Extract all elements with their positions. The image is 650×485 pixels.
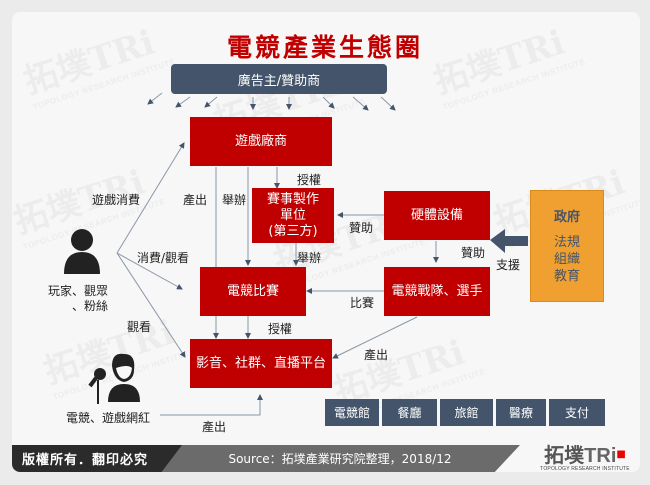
players-audience-label: 、粉絲: [72, 299, 109, 313]
streamers-label: 電競、遊戲網紅: [66, 411, 151, 425]
game-vendor-box: 遊戲廠商: [190, 117, 332, 166]
person-icon: [64, 229, 100, 274]
media-platform-box: 影音、社群、直播平台: [190, 339, 332, 388]
label-output: 產出: [183, 193, 208, 207]
diagram-title: 電競產業生態圈: [226, 33, 423, 62]
hardware-box: 硬體設備: [384, 191, 490, 240]
streamer-microphone-icon: [88, 353, 140, 404]
copyright-bar: 版權所有．翻印必究: [12, 445, 182, 472]
label-game-consumption: 遊戲消費: [92, 193, 141, 207]
label-compete: 比賽: [350, 296, 375, 310]
label-output: 產出: [202, 420, 227, 434]
copyright-text: 版權所有．翻印必究: [22, 453, 149, 468]
label-sponsor: 贊助: [461, 246, 486, 260]
tri-logo: 拓墣TRi■ TOPOLOGY RESEARCH INSTITUTE: [540, 443, 630, 472]
industry-hotel: 旅館: [440, 399, 493, 426]
event-producer-box: 賽事製作 單位 (第三方): [252, 188, 334, 243]
label-license: 授權: [297, 173, 322, 187]
source-bar: Source：拓墣產業研究院整理，2018/12: [160, 445, 520, 472]
label-support: 支援: [496, 258, 521, 272]
label-sponsor: 贊助: [349, 221, 374, 235]
teams-players-box: 電競戰隊、選手: [384, 267, 490, 316]
sponsor-box: 廣告主/贊助商: [171, 64, 387, 94]
label-watch: 觀看: [127, 320, 152, 334]
source-text: Source：拓墣產業研究院整理，2018/12: [228, 452, 452, 466]
label-consume-watch: 消費/觀看: [137, 251, 190, 265]
industry-restaurant: 餐廳: [382, 399, 437, 426]
industry-esports-venue: 電競館: [325, 399, 379, 426]
industry-medical: 醫療: [496, 399, 546, 426]
players-audience-label: 玩家、觀眾: [48, 284, 109, 298]
industry-payment: 支付: [549, 399, 605, 426]
label-output: 產出: [364, 348, 389, 362]
label-host: 舉辦: [297, 251, 322, 265]
esports-match-box: 電競比賽: [200, 267, 306, 316]
label-host: 舉辦: [222, 193, 247, 207]
label-license: 授權: [268, 322, 293, 336]
support-arrow: [490, 229, 528, 253]
government-box: 政府 法規 組織 教育: [530, 190, 604, 302]
